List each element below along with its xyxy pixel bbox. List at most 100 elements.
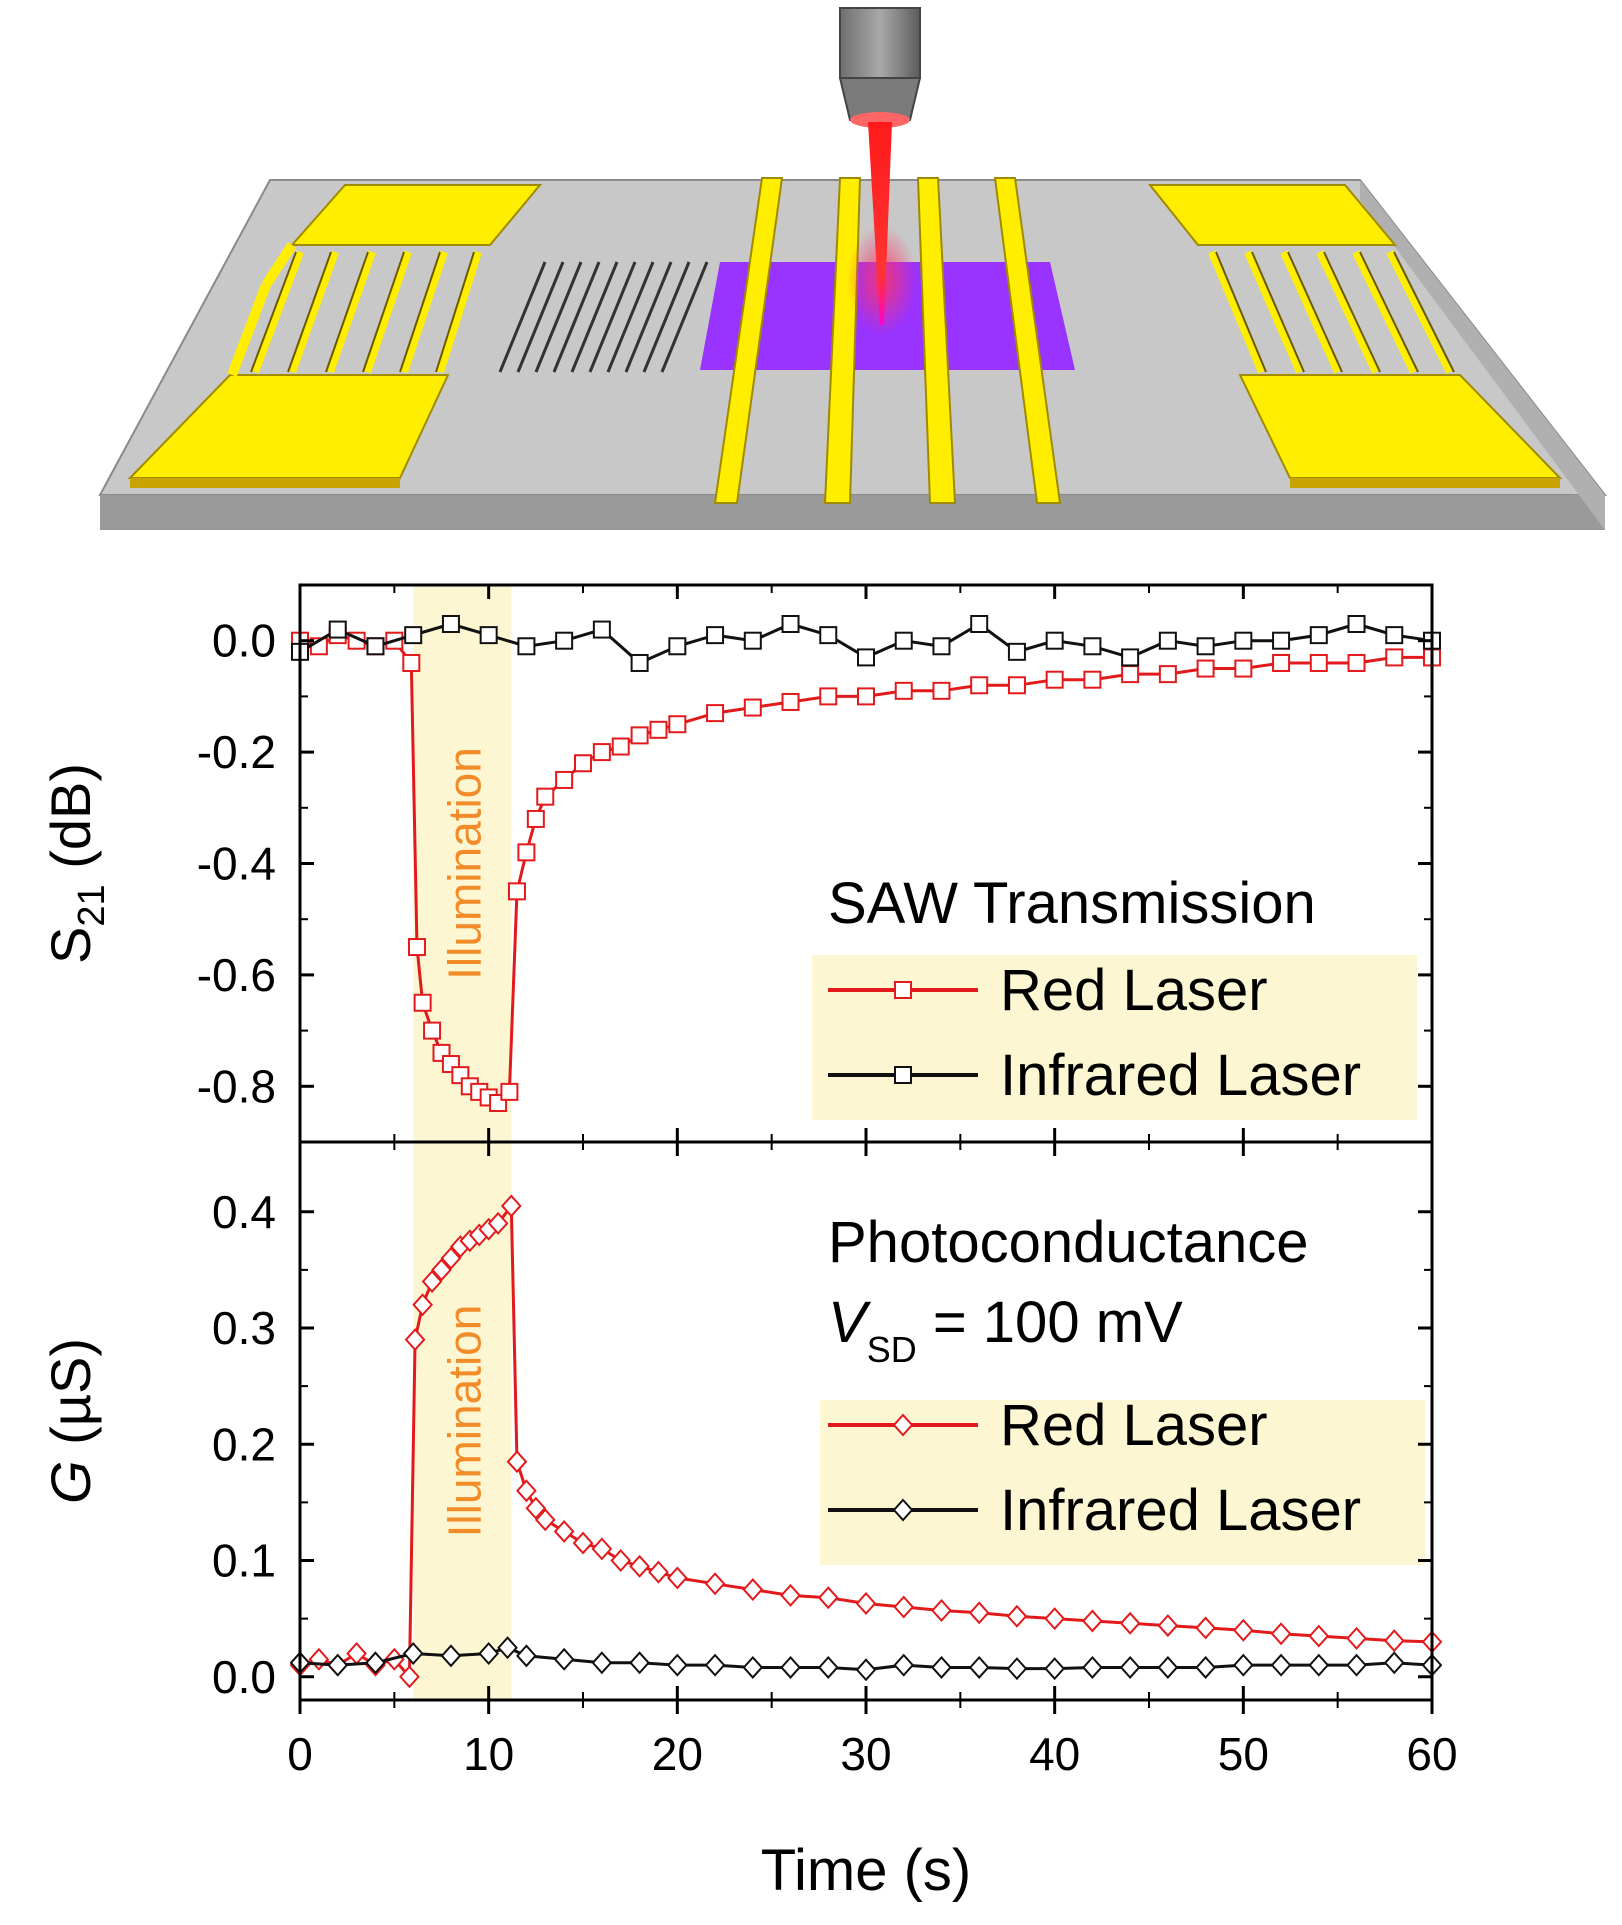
data-point — [440, 1644, 462, 1668]
illumination-label: Illumination — [438, 747, 490, 980]
data-point — [781, 614, 800, 633]
data-point — [932, 637, 951, 656]
data-point — [1045, 670, 1064, 689]
data-point — [421, 1270, 443, 1293]
data-point — [1119, 1655, 1141, 1679]
legend-box — [820, 1400, 1425, 1565]
data-point — [497, 1636, 518, 1660]
data-point — [1270, 1622, 1292, 1646]
series-infrared-laser — [291, 614, 1441, 672]
data-point — [1044, 1607, 1066, 1631]
data-point — [666, 1653, 688, 1677]
data-point — [1121, 665, 1140, 684]
y-tick-label: -0.2 — [197, 726, 276, 778]
illumination-band — [413, 585, 512, 1142]
data-point — [1006, 1604, 1028, 1628]
data-point — [1119, 1611, 1141, 1635]
data-point — [399, 1665, 420, 1689]
data-point — [413, 993, 432, 1012]
data-point — [1234, 631, 1253, 650]
data-point — [857, 648, 875, 667]
data-point — [1157, 1614, 1179, 1638]
x-tick-label: 20 — [652, 1728, 703, 1780]
data-point — [630, 726, 649, 745]
data-point — [1347, 614, 1366, 633]
data-point — [534, 1508, 556, 1532]
data-point — [308, 1647, 330, 1671]
legend-marker — [894, 981, 912, 999]
data-point — [629, 1651, 650, 1675]
data-point — [328, 620, 347, 639]
y-tick-label: -0.8 — [197, 1060, 276, 1112]
data-point — [407, 938, 426, 957]
legend-marker — [892, 1498, 914, 1522]
data-point — [1232, 1618, 1254, 1642]
data-point — [431, 1258, 452, 1282]
data-point — [441, 614, 460, 633]
y-tick-label: 0.3 — [212, 1302, 276, 1354]
data-point — [1308, 1653, 1330, 1677]
y-tick-label: 0.4 — [212, 1186, 276, 1238]
data-point — [743, 698, 762, 717]
data-point — [1045, 631, 1064, 650]
data-point — [780, 1583, 801, 1607]
y-tick-label: 0.1 — [212, 1535, 276, 1587]
data-point — [630, 653, 649, 672]
data-point — [968, 1601, 990, 1625]
data-point — [743, 631, 762, 650]
data-point — [968, 1655, 990, 1679]
data-point — [1232, 1653, 1254, 1677]
data-point — [932, 681, 951, 700]
data-point — [423, 1021, 442, 1040]
data-point — [1158, 631, 1177, 650]
data-point — [1121, 648, 1140, 667]
data-point — [516, 1644, 537, 1668]
data-point — [1006, 1657, 1028, 1681]
data-point — [1083, 670, 1102, 689]
data-point — [572, 1531, 594, 1555]
data-point — [1346, 1626, 1367, 1650]
data-point — [404, 1328, 426, 1352]
data-point — [525, 1496, 547, 1520]
data-point — [1007, 642, 1026, 661]
data-point — [591, 1651, 613, 1675]
reflector-grating-icon — [498, 261, 709, 373]
data-point — [500, 1194, 522, 1218]
data-point — [517, 843, 536, 862]
data-point — [1157, 1655, 1179, 1679]
x-tick-label: 10 — [463, 1728, 514, 1780]
data-point — [592, 620, 611, 639]
data-point — [1385, 626, 1404, 645]
data-point — [857, 687, 875, 706]
data-point — [402, 653, 421, 672]
data-point — [781, 692, 800, 711]
data-point — [704, 1653, 726, 1677]
y-tick-label: 0.2 — [212, 1418, 276, 1470]
legend-label: Red Laser — [1000, 1393, 1268, 1458]
data-point — [1158, 665, 1177, 684]
laser-head-icon — [838, 7, 922, 128]
data-point — [1082, 1655, 1103, 1679]
y-axis-label: G (µS) — [39, 1338, 102, 1504]
legend-label: Red Laser — [1000, 958, 1268, 1023]
data-point — [893, 1653, 915, 1677]
x-tick-label: 60 — [1406, 1728, 1457, 1780]
legend-marker — [894, 1066, 912, 1084]
data-point — [817, 1655, 839, 1679]
data-point — [526, 809, 545, 828]
data-point — [668, 637, 687, 656]
panel-annotation: Photoconductance — [828, 1210, 1308, 1275]
substrate-right-edge — [1360, 180, 1605, 530]
data-point — [536, 787, 555, 806]
data-point — [648, 1560, 669, 1584]
y-tick-label: 0.0 — [212, 1651, 276, 1703]
data-point — [1195, 1655, 1216, 1679]
series-red-laser — [289, 1194, 1443, 1689]
data-point — [365, 1651, 386, 1675]
data-point — [1309, 626, 1328, 645]
data-point — [500, 1082, 519, 1101]
y-tick-label: -0.4 — [197, 838, 276, 890]
